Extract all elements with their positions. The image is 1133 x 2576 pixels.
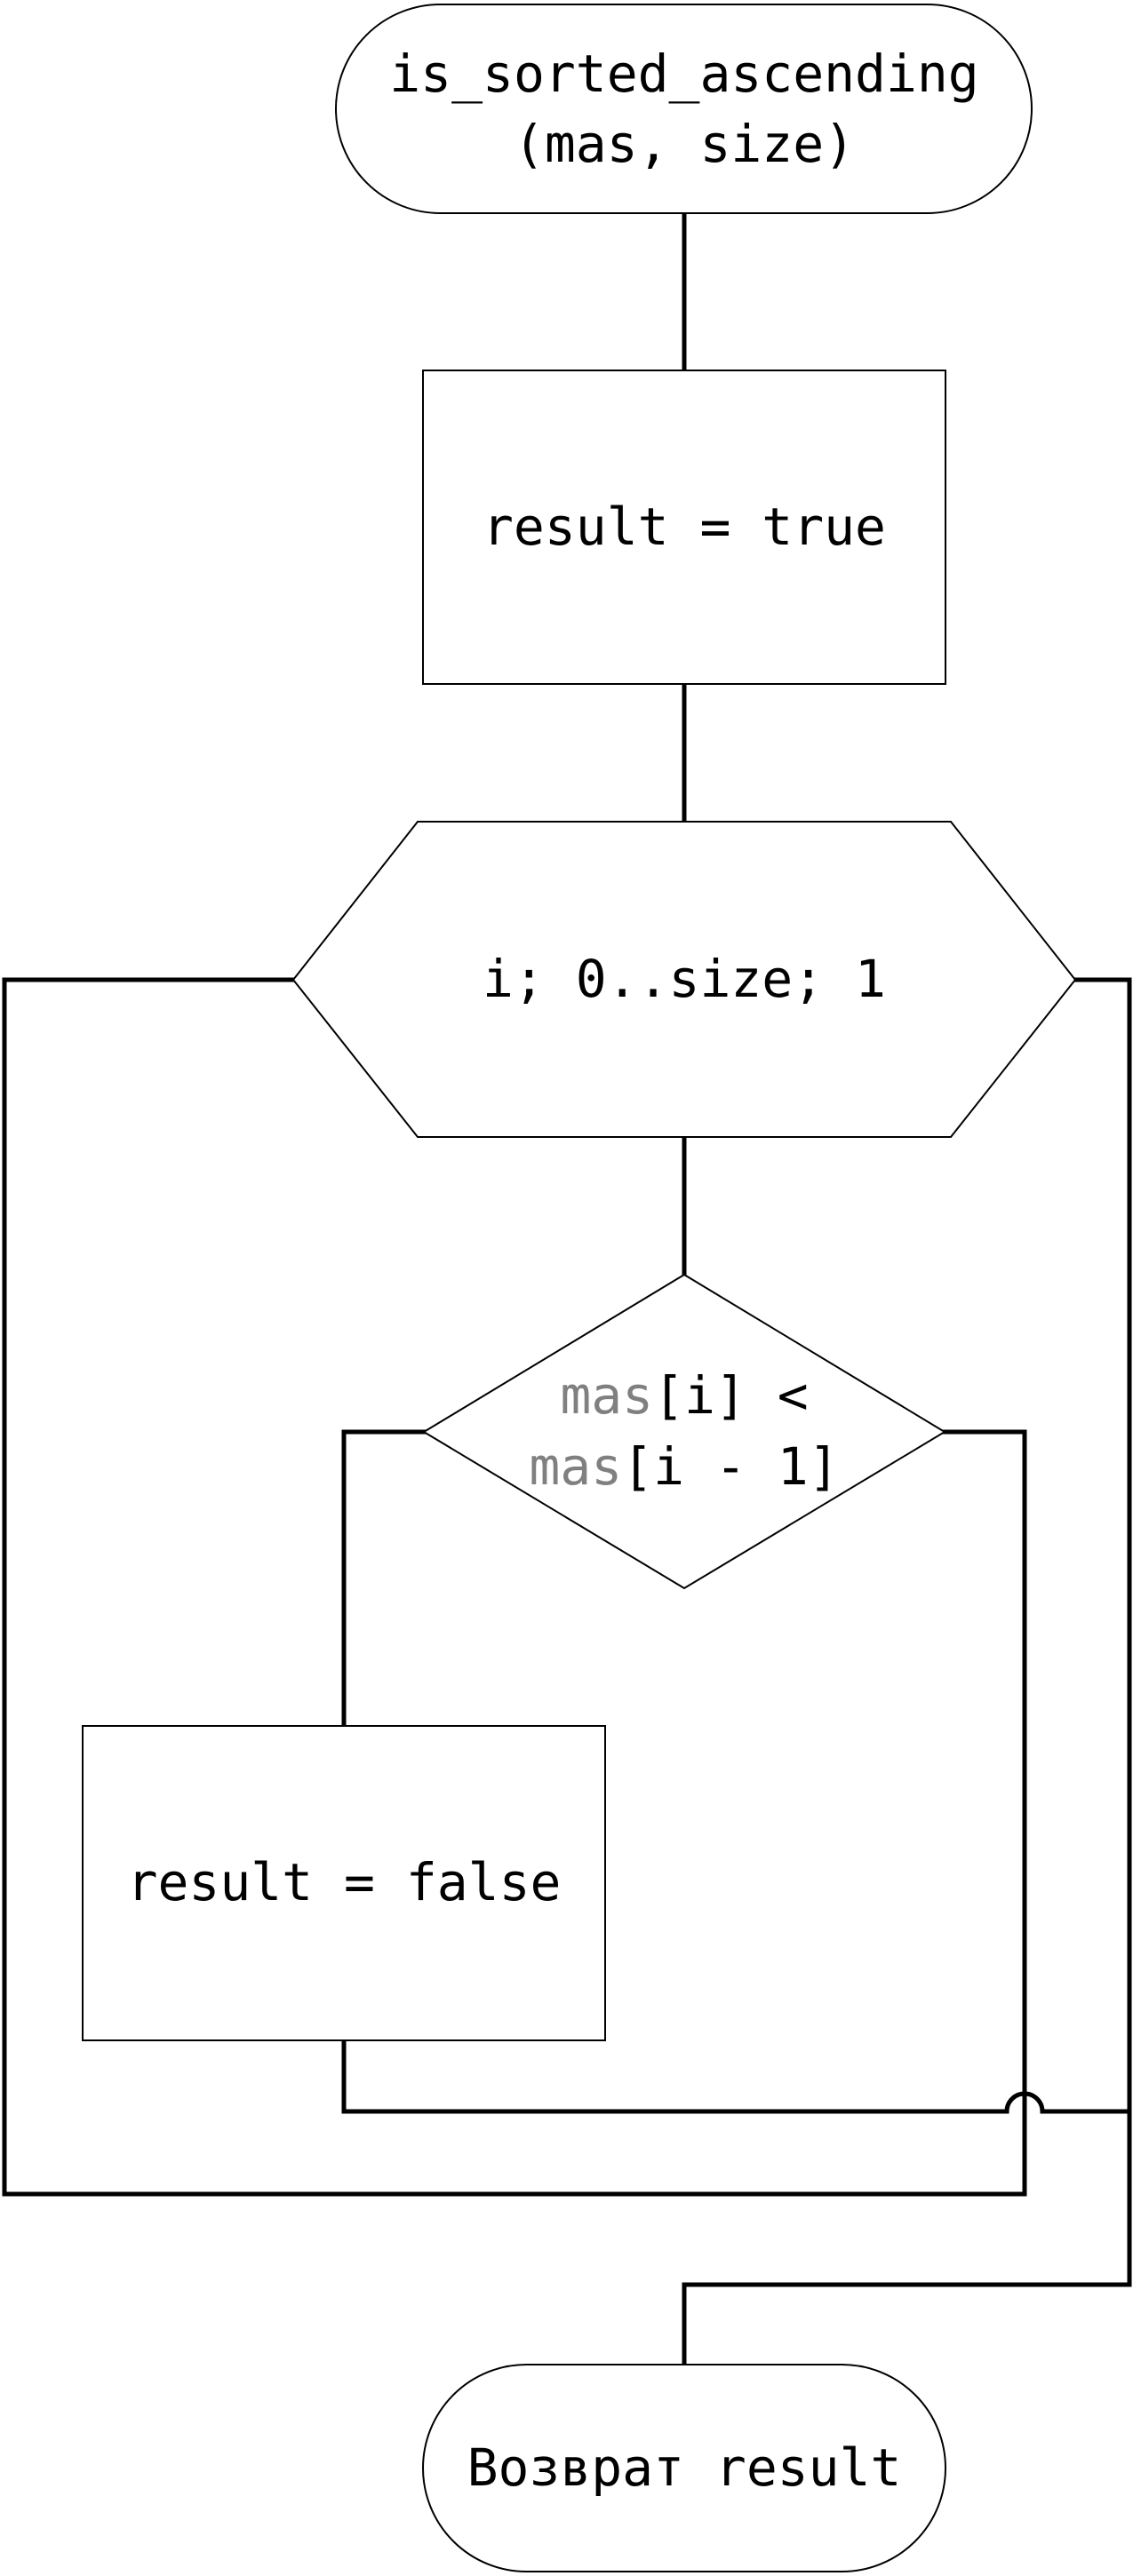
- loop-label: i; 0..size; 1: [483, 949, 886, 1009]
- assign-label: result = false: [127, 1852, 562, 1912]
- loop-block: i; 0..size; 1: [291, 821, 1077, 1138]
- connector-assign-merge-with-hop: [341, 2038, 1132, 2114]
- condition-expr-1: [i] <: [653, 1365, 809, 1426]
- condition-var-1: mas: [560, 1365, 653, 1426]
- start-shape: [335, 4, 1033, 214]
- condition-shape: [422, 1273, 946, 1590]
- end-label: Возврат result: [467, 2437, 902, 2498]
- condition-var-2: mas: [529, 1436, 622, 1497]
- connector-loop-exit-right: [682, 977, 1132, 2367]
- condition-label-line1: mas[i] <: [560, 1365, 808, 1426]
- connector-condition-no-branch: [942, 1429, 1027, 2197]
- end-terminator: Возврат result: [422, 2364, 946, 2572]
- loop-shape: [291, 821, 1077, 1138]
- assign-shape: [82, 1725, 606, 2041]
- connectors: [2, 211, 1132, 2367]
- start-label-line1: is_sorted_ascending: [389, 44, 978, 104]
- assign-process: result = false: [82, 1725, 606, 2041]
- init-label: result = true: [483, 497, 886, 557]
- end-shape: [422, 2364, 946, 2572]
- init-process: result = true: [422, 370, 946, 685]
- start-label-line2: (mas, size): [514, 114, 855, 174]
- condition-decision: mas[i] < mas[i - 1]: [422, 1273, 946, 1590]
- connector-condition-yes-to-assign: [341, 1429, 427, 1729]
- condition-label-line2: mas[i - 1]: [529, 1436, 839, 1497]
- connector-loop-back-left: [2, 977, 1027, 2197]
- init-shape: [422, 370, 946, 685]
- condition-expr-2: [i - 1]: [622, 1436, 839, 1497]
- start-terminator: is_sorted_ascending (mas, size): [335, 4, 1033, 214]
